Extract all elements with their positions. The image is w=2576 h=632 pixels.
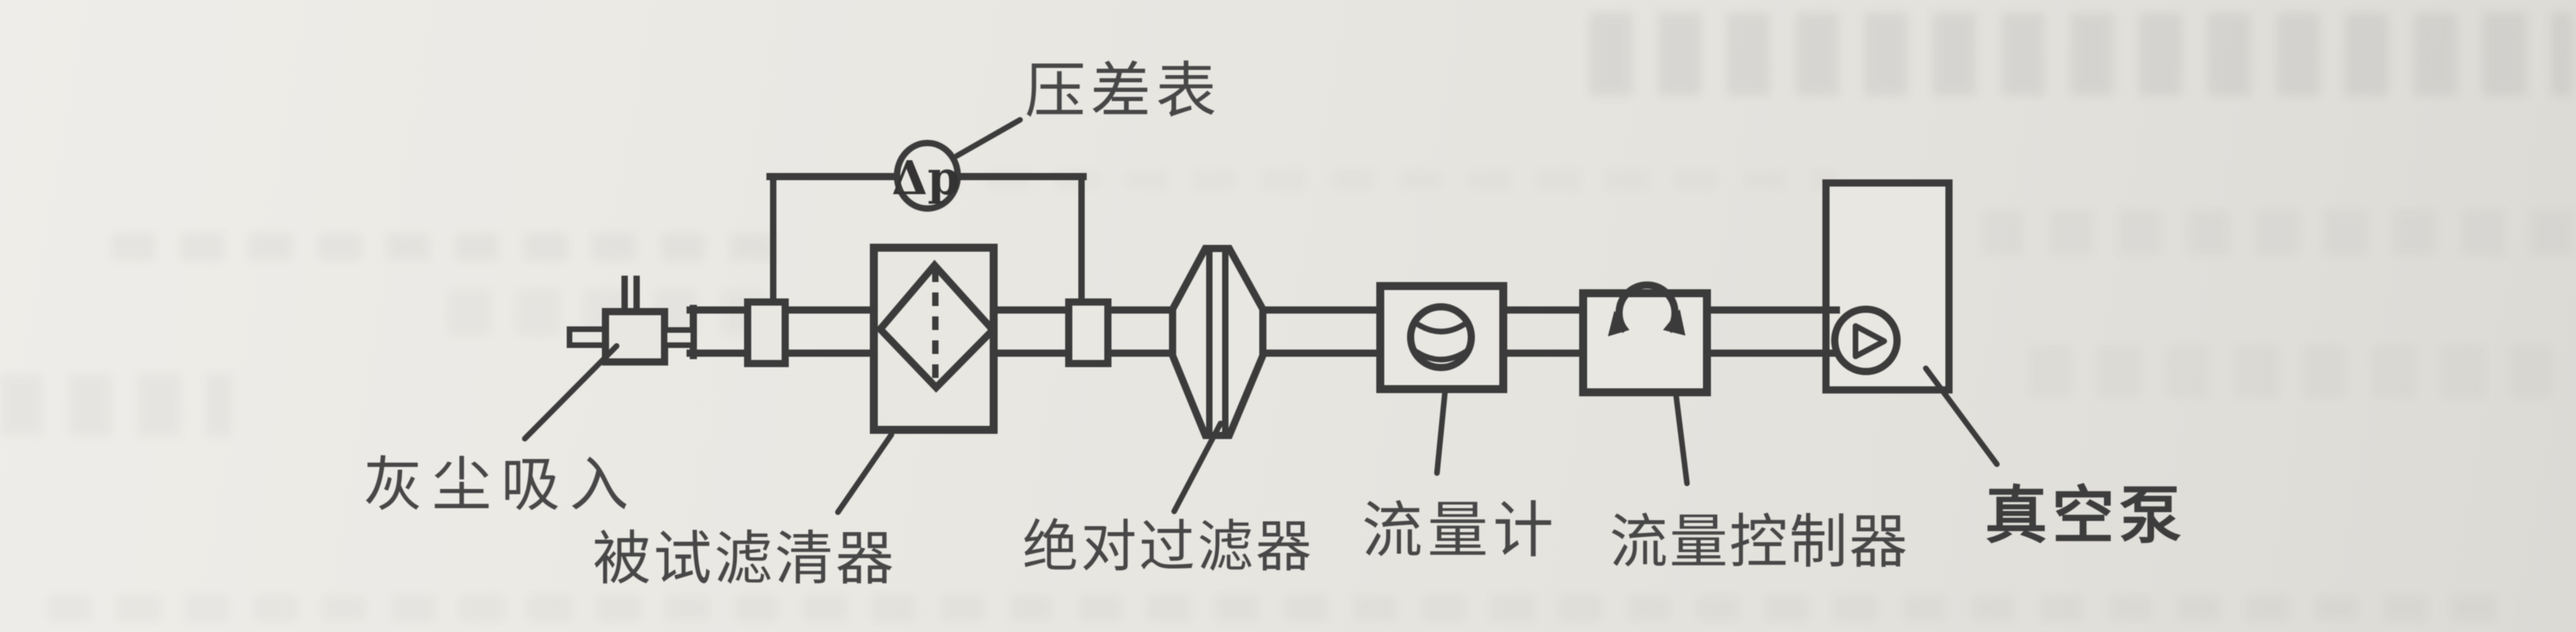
dust-injector-top-pipe: [621, 276, 640, 312]
upstream-tap-flange: [744, 298, 789, 368]
leader-flow-meter: [1434, 389, 1448, 476]
absolute-filter-element-lines: [1206, 250, 1228, 434]
pipe-segment: [1102, 306, 1178, 357]
pipe-segment: [686, 306, 752, 357]
flow-controller-housing: [1579, 289, 1711, 396]
ball-seam-upper: [1414, 320, 1468, 335]
pressure-gauge-icon: [894, 140, 961, 212]
pipe-segment: [1701, 306, 1840, 357]
pipe-segment: [1257, 306, 1386, 357]
label-flow-meter: 流量计: [1362, 495, 1558, 566]
leader-vacuum-pump: [1923, 365, 2000, 467]
arrowhead-right: [1663, 309, 1685, 336]
circular-arrow-icon: [1615, 281, 1679, 333]
pump-triangle-icon: [1852, 323, 1887, 360]
dust-injector-inlet-stub: [566, 326, 609, 348]
dust-injector: [566, 276, 697, 366]
test-filter: [870, 244, 998, 434]
label-flow-controller: 流量控制器: [1610, 508, 1909, 576]
arrowhead-left: [1608, 311, 1629, 336]
label-vacuum-pump: 真空泵: [1985, 480, 2186, 552]
label-absolute-filter: 绝对过滤器: [1022, 514, 1314, 579]
leader-lines: [522, 117, 2000, 515]
flow-controller: [1579, 281, 1711, 396]
pipe-segment: [988, 306, 1074, 357]
filter-element-diamond-icon: [875, 260, 998, 393]
label-pressure-gauge: 压差表: [1025, 55, 1221, 126]
main-pipe: [686, 304, 1840, 360]
pump-circle-icon: [1831, 305, 1901, 376]
leader-flow-controller: [1673, 390, 1690, 487]
leader-dust-inlet: [522, 343, 620, 442]
absolute-filter-body: [1169, 244, 1267, 439]
downstream-tap-flange: [1065, 298, 1112, 368]
dust-injector-outlet-nipple: [661, 327, 697, 348]
flow-meter-housing: [1376, 282, 1507, 393]
differential-pressure-gauge-circuit: Δp: [766, 140, 1087, 305]
pipe-segment: [781, 306, 879, 357]
dust-injector-body: [601, 308, 669, 366]
label-dust-inlet: 灰尘吸入: [363, 451, 638, 519]
absolute-filter: [1169, 244, 1267, 439]
ball-seam-lower: [1409, 346, 1473, 363]
gauge-symbol-text: Δp: [891, 151, 960, 205]
label-test-filter: 被试滤清器: [593, 525, 896, 593]
leader-absolute-filter: [1171, 420, 1224, 515]
flow-meter-ball-icon: [1407, 303, 1475, 372]
pipe-segment: [1498, 306, 1589, 357]
leader-pressure-gauge: [954, 117, 1023, 159]
leader-test-filter: [835, 431, 895, 515]
flow-meter: [1376, 282, 1507, 393]
vacuum-pump-rotor: [1831, 305, 1901, 376]
